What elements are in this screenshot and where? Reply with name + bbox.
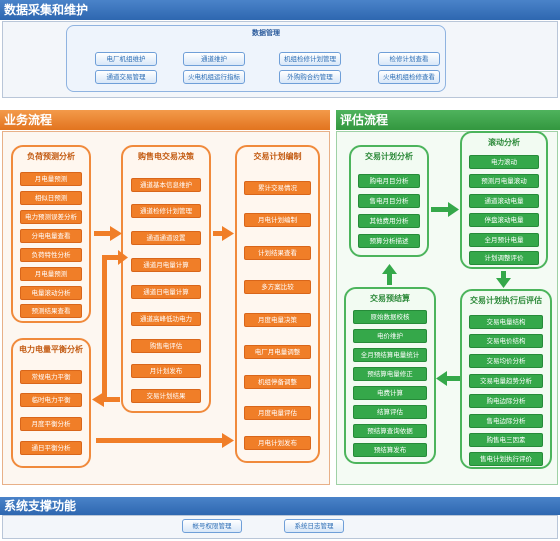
thermal-unit-index-button[interactable]: 火电机组运行指标 [183, 70, 245, 84]
channel-trade-manage-button[interactable]: 通道交易管理 [95, 70, 157, 84]
balance-item[interactable]: 临时电力平衡 [20, 393, 82, 407]
plan-item[interactable]: 月度电量评估 [244, 406, 311, 420]
elbow-arrow-icon [102, 250, 128, 402]
purchase-item[interactable]: 通道检修计划管理 [131, 204, 201, 218]
unit-overhaul-plan-button[interactable]: 机组检修计划管理 [279, 52, 341, 66]
arrow-right-icon [94, 226, 122, 241]
rolling-item[interactable]: 停盘滚动电量 [469, 213, 539, 227]
load-forecast-item[interactable]: 月电量预测 [20, 172, 82, 186]
load-forecast-item[interactable]: 分电电量查看 [20, 229, 82, 243]
rolling-title: 滚动分析 [488, 138, 520, 147]
support-section-frame [2, 515, 558, 539]
post-eval-item[interactable]: 交易电量趋势分析 [469, 374, 543, 388]
post-eval-item[interactable]: 交易均价分析 [469, 354, 543, 368]
support-section-header: 系统支撑功能 [0, 497, 560, 515]
plan-item[interactable]: 电厂月电量调整 [244, 345, 311, 359]
settlement-item[interactable]: 预结算查询依据 [353, 424, 427, 438]
plan-analysis-item[interactable]: 购电月目分析 [358, 174, 420, 188]
evaluation-section-header: 评估流程 [336, 110, 560, 130]
load-forecast-item[interactable]: 电力预测误差分析 [20, 210, 82, 224]
rolling-item[interactable]: 计划调整评价 [469, 251, 539, 265]
power-unit-maintain-button[interactable]: 电厂机组维护 [95, 52, 157, 66]
evaluation-arrows [382, 202, 511, 386]
plan-analysis-title: 交易计划分析 [365, 152, 413, 161]
post-eval-item[interactable]: 购电边际分析 [469, 394, 543, 408]
settlement-item[interactable]: 全月预结算电量统计 [353, 348, 427, 362]
data-section-title: 数据采集和维护 [4, 3, 89, 17]
balance-item[interactable]: 常规电力平衡 [20, 370, 82, 384]
settlement-item[interactable]: 预结算电量修正 [353, 367, 427, 381]
rolling-item[interactable]: 全月预计电量 [469, 233, 539, 247]
arrow-right-icon [96, 433, 234, 448]
settlement-item[interactable]: 结算评估 [353, 405, 427, 419]
purchase-item[interactable]: 通道月电量计算 [131, 258, 201, 272]
plan-analysis-item[interactable]: 其他费用分析 [358, 214, 420, 228]
rolling-item[interactable]: 电力滚动 [469, 155, 539, 169]
load-forecast-item[interactable]: 电量滚动分析 [20, 286, 82, 300]
arrow-left-icon [436, 371, 460, 386]
business-section-header: 业务流程 [0, 110, 330, 130]
balance-item[interactable]: 通日平衡分析 [20, 441, 82, 455]
plan-item[interactable]: 机组停备调整 [244, 375, 311, 389]
settlement-item[interactable]: 电费计算 [353, 386, 427, 400]
post-eval-item[interactable]: 购售电三因素 [469, 433, 543, 447]
thermal-overhaul-view-button[interactable]: 火电机组检修查看 [378, 70, 440, 84]
purchase-item[interactable]: 月计划发布 [131, 364, 201, 378]
arrow-right-icon [431, 202, 459, 217]
settlement-item[interactable]: 电价维护 [353, 329, 427, 343]
balance-title: 电力电量平衡分析 [19, 345, 83, 354]
load-forecast-item[interactable]: 预测结果查看 [20, 304, 82, 318]
load-forecast-title: 负荷预测分析 [27, 152, 75, 161]
post-eval-item[interactable]: 售电计划执行评价 [469, 452, 543, 466]
arrow-up-icon [382, 264, 397, 285]
data-section-header: 数据采集和维护 [0, 0, 560, 20]
business-section-title: 业务流程 [4, 113, 53, 127]
post-eval-item[interactable]: 售电边际分析 [469, 414, 543, 428]
rolling-item[interactable]: 通道滚动电量 [469, 194, 539, 208]
overhaul-plan-view-button[interactable]: 检修计划查看 [378, 52, 440, 66]
purchase-item[interactable]: 购售电评估 [131, 339, 201, 353]
post-eval-item[interactable]: 交易电量结构 [469, 315, 543, 329]
load-forecast-item[interactable]: 负荷特性分析 [20, 248, 82, 262]
rolling-item[interactable]: 预测月电量滚动 [469, 174, 539, 188]
plan-item[interactable]: 月度电量决策 [244, 313, 311, 327]
purchase-decision-title: 购售电交易决策 [138, 152, 194, 161]
plan-item[interactable]: 计划结果查看 [244, 246, 311, 260]
plan-item[interactable]: 月电计划发布 [244, 436, 311, 450]
arrow-down-icon [496, 271, 511, 288]
arrow-left-icon [92, 392, 120, 407]
post-eval-item[interactable]: 交易电价结构 [469, 334, 543, 348]
account-permission-button[interactable]: 帐号权限管理 [182, 519, 242, 533]
business-arrows [92, 226, 234, 448]
plan-compile-title: 交易计划编制 [253, 152, 302, 161]
purchase-item[interactable]: 通道基本信息维护 [131, 178, 201, 192]
balance-item[interactable]: 月度平衡分析 [20, 417, 82, 431]
purchase-item[interactable]: 通道高峰低功电力 [131, 312, 201, 326]
settlement-item[interactable]: 预结算发布 [353, 443, 427, 457]
plan-analysis-item[interactable]: 售电月目分析 [358, 194, 420, 208]
system-log-button[interactable]: 系统日志管理 [284, 519, 344, 533]
plan-analysis-item[interactable]: 预算分析描述 [358, 234, 420, 248]
purchase-contract-button[interactable]: 外购购合约管理 [279, 70, 341, 84]
evaluation-section-title: 评估流程 [340, 113, 389, 127]
post-evaluation-title: 交易计划执行后评估 [470, 296, 542, 305]
load-forecast-item[interactable]: 相似日预测 [20, 191, 82, 205]
channel-maintain-button[interactable]: 通道维护 [183, 52, 245, 66]
data-management-title: 数据管理 [252, 29, 280, 37]
purchase-item[interactable]: 通道通道设置 [131, 231, 201, 245]
purchase-item[interactable]: 通道日电量计算 [131, 285, 201, 299]
purchase-item[interactable]: 交易计划结果 [131, 389, 201, 403]
plan-item[interactable]: 多方案比较 [244, 280, 311, 294]
settlement-item[interactable]: 原始数据校核 [353, 310, 427, 324]
settlement-title: 交易预结算 [370, 294, 410, 303]
arrow-right-icon [213, 226, 234, 241]
support-section-title: 系统支撑功能 [4, 499, 77, 513]
load-forecast-item[interactable]: 月电量预测 [20, 267, 82, 281]
plan-item[interactable]: 月电计划编制 [244, 213, 311, 227]
plan-item[interactable]: 累计交易情况 [244, 181, 311, 195]
